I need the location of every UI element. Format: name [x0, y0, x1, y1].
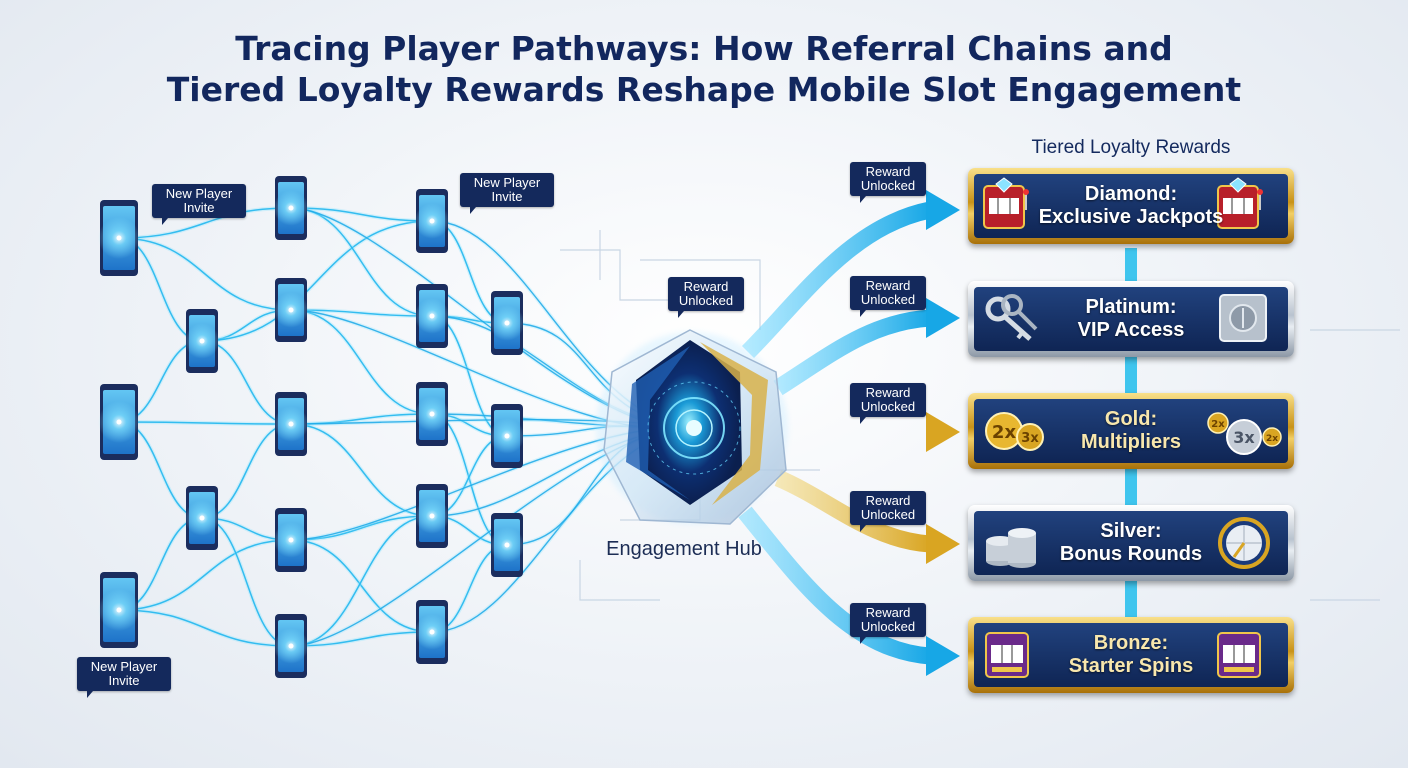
multiplier-label: 2x	[1266, 434, 1278, 444]
multiplier-label: 2x	[992, 422, 1017, 443]
arrow-head-silver	[926, 524, 960, 564]
tier-name: Bronze:	[1093, 632, 1169, 654]
arrow-to-diamond	[741, 201, 932, 359]
title-line-1: Tracing Player Pathways: How Referral Ch…	[235, 29, 1173, 68]
connection-line	[290, 309, 433, 317]
multiplier-label: 3x	[1233, 428, 1255, 447]
phone-icon	[414, 600, 450, 664]
slot-machine-icon	[985, 632, 1029, 678]
tier-bronze: Bronze: Starter Spins	[968, 617, 1294, 693]
phone-icon	[273, 392, 309, 456]
keys-icon	[985, 294, 1038, 341]
connection-line	[118, 237, 292, 311]
connection-line	[118, 207, 292, 239]
tier-gold: 2x 3x 2x 3x 2x Gold: Multipliers	[968, 393, 1294, 469]
arrow-to-platinum	[773, 309, 931, 396]
phone-icon	[414, 382, 450, 446]
tier-silver: Silver: Bonus Rounds	[968, 505, 1294, 581]
connection-line	[290, 631, 433, 647]
phone-icon	[414, 484, 450, 548]
phone-icon	[489, 513, 525, 577]
phone-icon	[414, 189, 450, 253]
reward-unlocked-bubble: Reward Unlocked	[850, 491, 926, 532]
phone-icon	[98, 572, 140, 648]
arrow-head-bronze	[926, 636, 960, 676]
page-title: Tracing Player Pathways: How Referral Ch…	[0, 28, 1408, 110]
reward-unlocked-bubble: Reward Unlocked	[850, 162, 926, 203]
phone-icon	[489, 404, 525, 468]
connection-line	[118, 421, 292, 425]
engagement-hub-icon	[596, 329, 788, 525]
engagement-hub-label: Engagement Hub	[606, 538, 762, 560]
tier-name: Silver:	[1100, 520, 1162, 542]
phone-icon	[273, 614, 309, 678]
arrow-head-gold	[926, 412, 960, 452]
multiplier-coins-icon: 2x 3x 2x	[1207, 412, 1282, 455]
multiplier-coins-icon: 2x 3x	[985, 412, 1044, 451]
multiplier-label: 3x	[1021, 431, 1039, 446]
connection-line	[290, 515, 433, 541]
tier-platinum: Platinum: VIP Access	[968, 281, 1294, 357]
slot-machine-icon	[983, 177, 1029, 229]
tier-diamond: Diamond: Exclusive Jackpots	[968, 168, 1294, 244]
vault-icon	[1219, 294, 1267, 342]
connection-line	[290, 309, 433, 415]
title-line-2: Tiered Loyalty Rewards Reshape Mobile Sl…	[166, 70, 1242, 109]
tier-name: Diamond:	[1084, 183, 1178, 205]
tier-reward: Multipliers	[1080, 431, 1181, 453]
tier-reward: Exclusive Jackpots	[1038, 206, 1224, 228]
phone-icon	[489, 291, 525, 355]
slot-machine-icon	[1217, 632, 1261, 678]
coin-stack-icon	[986, 528, 1036, 568]
phone-icon	[98, 200, 140, 276]
arrow-to-bronze	[738, 506, 931, 665]
bonus-wheel-icon	[1218, 517, 1270, 569]
connection-line	[118, 609, 292, 647]
reward-unlocked-bubble: Reward Unlocked	[668, 277, 744, 318]
tier-reward: Bonus Rounds	[1059, 543, 1203, 565]
tier-reward: Starter Spins	[1068, 655, 1194, 677]
phone-icon	[184, 309, 220, 373]
connection-line	[290, 207, 433, 222]
tier-name: Platinum:	[1085, 296, 1177, 318]
connection-line	[290, 515, 433, 647]
arrow-head-platinum	[926, 298, 960, 338]
player-devices	[98, 176, 525, 678]
phone-icon	[273, 176, 309, 240]
connection-line	[118, 539, 292, 611]
tiers-heading: Tiered Loyalty Rewards	[1031, 137, 1231, 158]
new-player-invite-bubble: New Player Invite	[77, 657, 171, 698]
tier-reward: VIP Access	[1077, 319, 1185, 341]
reward-unlocked-bubble: Reward Unlocked	[850, 383, 926, 424]
phone-icon	[184, 486, 220, 550]
multiplier-label: 2x	[1211, 419, 1225, 430]
slot-machine-icon	[1217, 177, 1263, 229]
new-player-invite-bubble: New Player Invite	[152, 184, 246, 225]
connection-line	[290, 539, 433, 633]
reward-unlocked-bubble: Reward Unlocked	[850, 603, 926, 644]
phone-icon	[273, 508, 309, 572]
new-player-invite-bubble: New Player Invite	[460, 173, 554, 214]
phone-icon	[98, 384, 140, 460]
phone-icon	[273, 278, 309, 342]
connection-line	[201, 220, 433, 342]
reward-unlocked-bubble: Reward Unlocked	[850, 276, 926, 317]
tier-name: Gold:	[1104, 408, 1158, 430]
arrow-head-diamond	[926, 190, 960, 230]
connection-line	[290, 423, 433, 517]
phone-icon	[414, 284, 450, 348]
